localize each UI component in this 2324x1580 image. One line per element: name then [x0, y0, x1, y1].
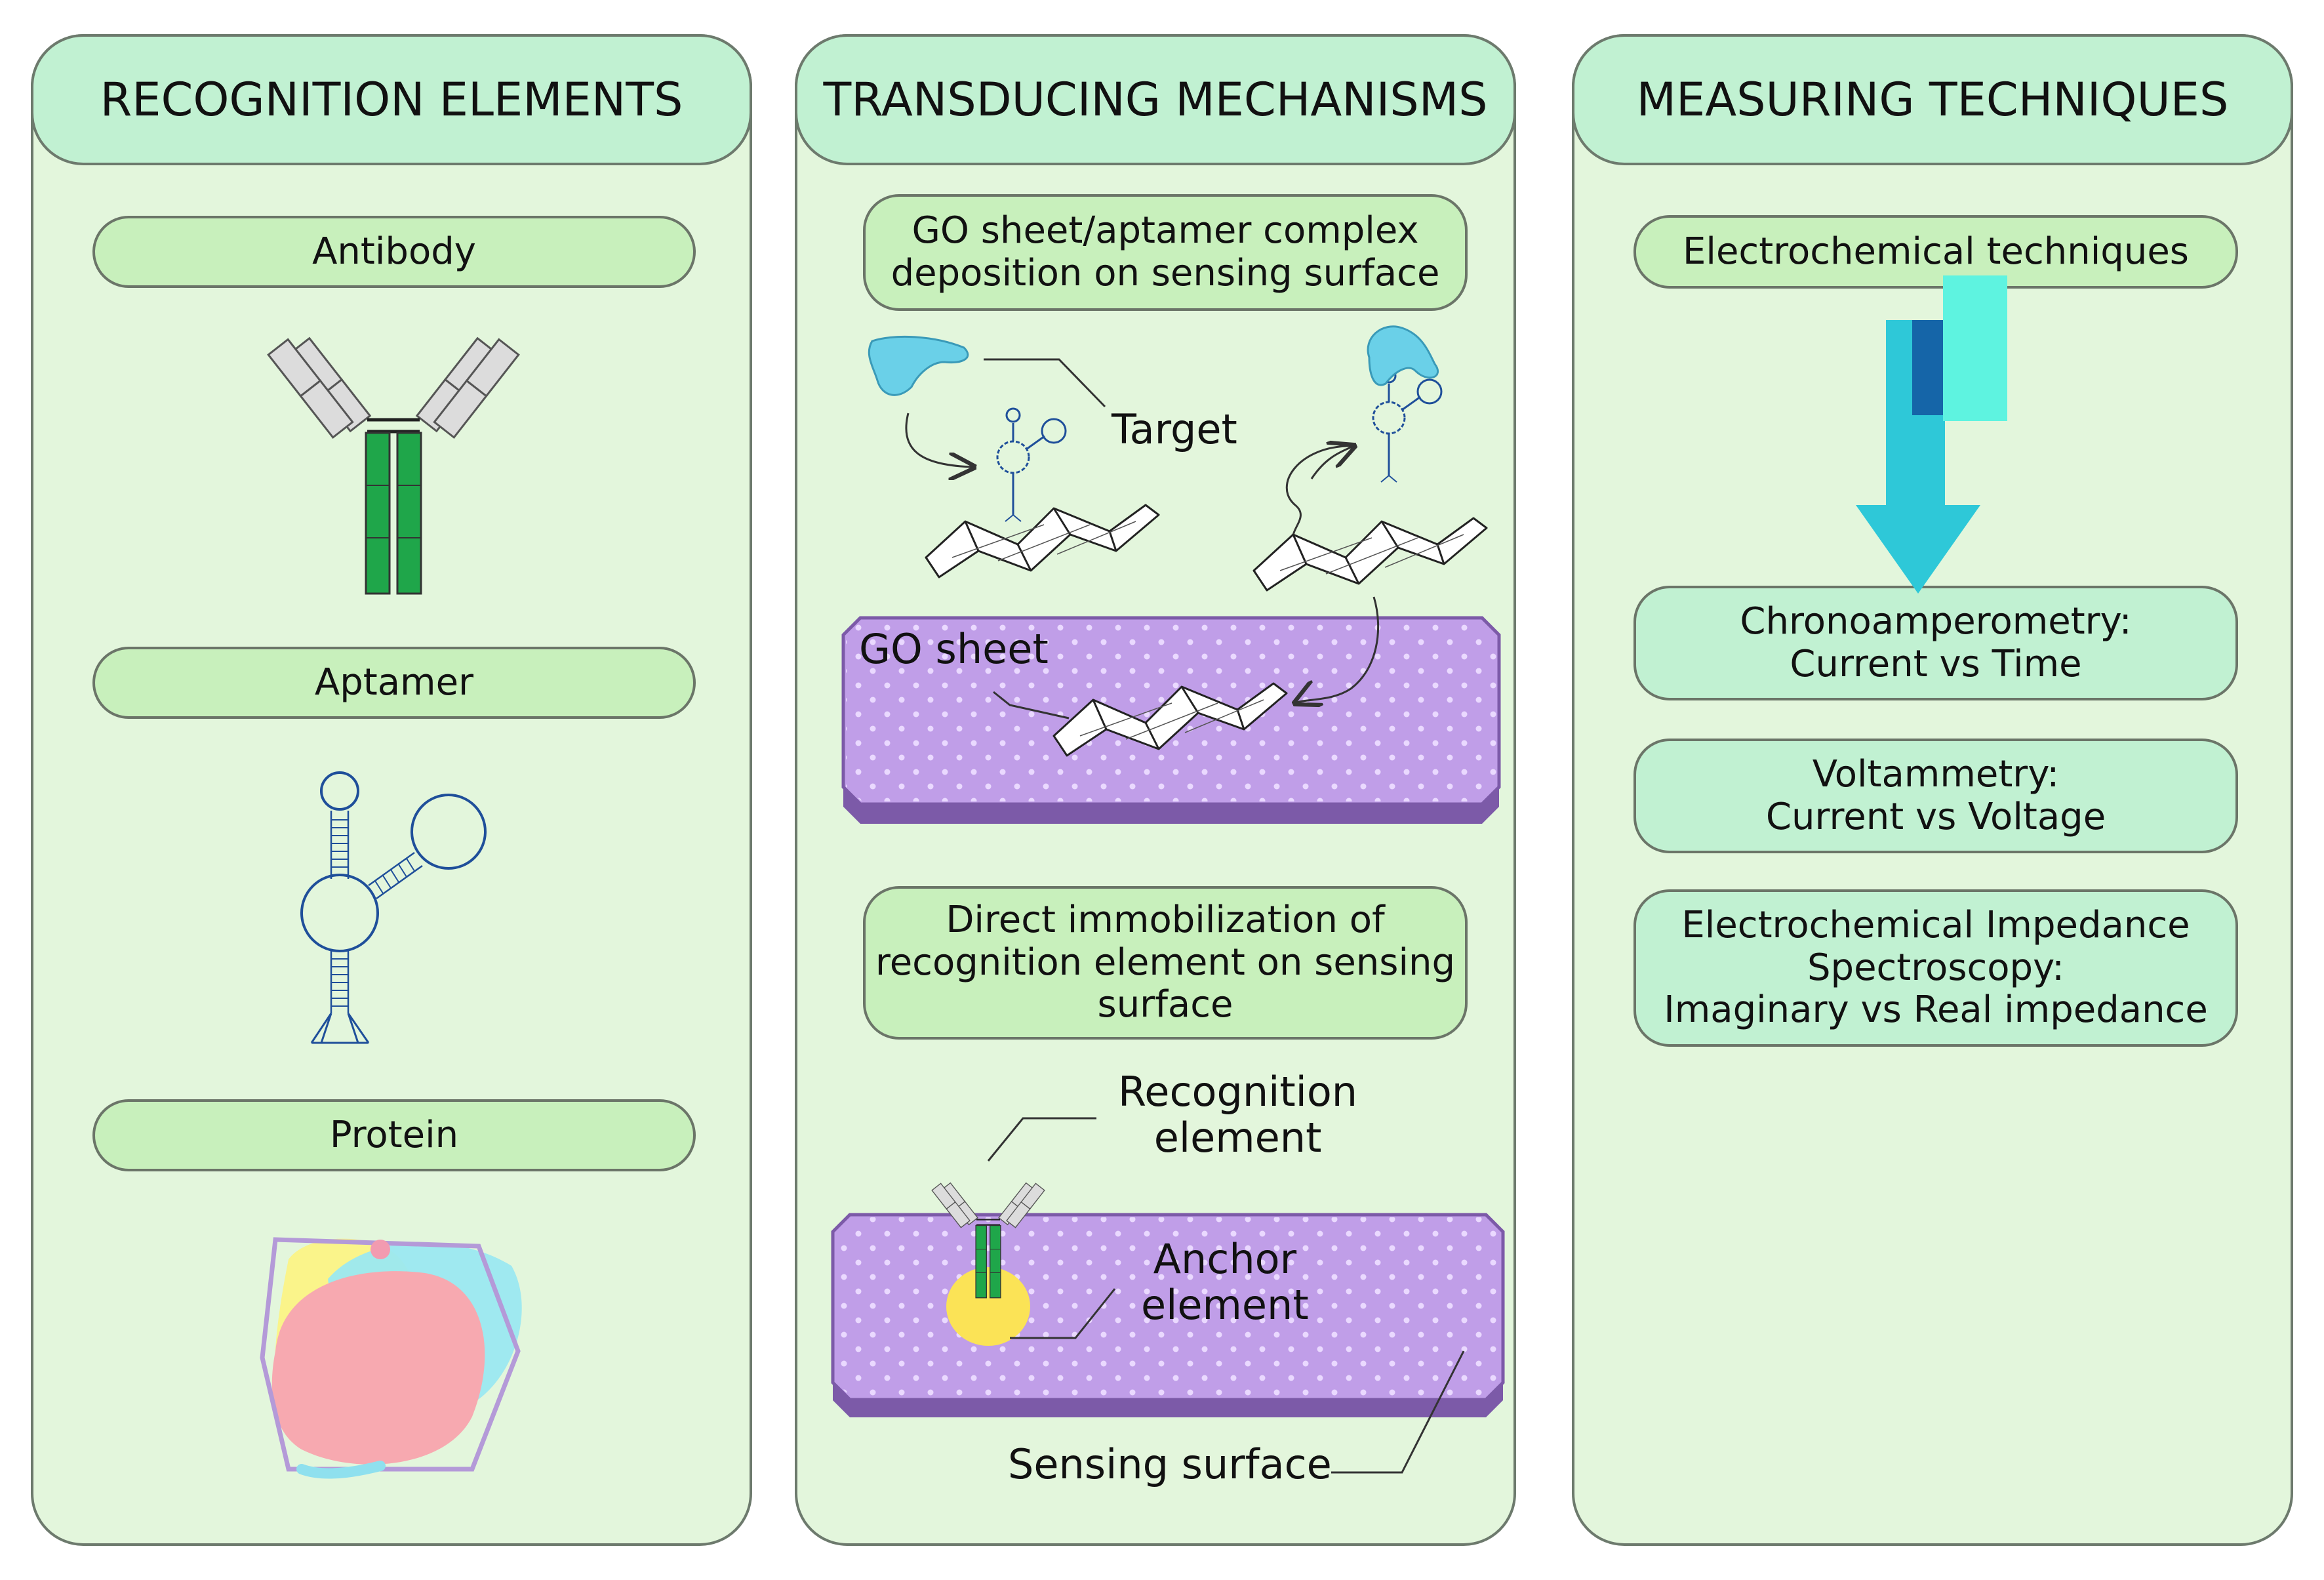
- direct-sensing-surface: [831, 1213, 1505, 1417]
- protein-icon: [260, 1237, 522, 1479]
- go-sheet-icon: [1252, 517, 1488, 592]
- transducing-mechanisms-title: TRANSDUCING MECHANISMS: [823, 73, 1488, 127]
- recognition-elements-panel: RECOGNITION ELEMENTS Antibody Aptamer Pr…: [31, 34, 752, 1546]
- anchor-element-label: Anchor element: [1141, 1235, 1309, 1329]
- aptamer-label: Aptamer: [92, 647, 696, 719]
- antibody-icon: [268, 338, 519, 594]
- downward-arrow-icon: [1856, 275, 2007, 594]
- go-sheet-deposition-box: GO sheet/aptamer complex deposition on s…: [863, 194, 1468, 311]
- recognition-elements-title: RECOGNITION ELEMENTS: [100, 73, 683, 127]
- go-sheet-label: GO sheet: [859, 625, 1049, 673]
- recognition-elements-header: RECOGNITION ELEMENTS: [31, 34, 752, 165]
- direct-immobilization-box: Direct immobilization of recognition ele…: [863, 886, 1468, 1040]
- protein-label: Protein: [92, 1099, 696, 1171]
- antibody-label: Antibody: [92, 216, 696, 288]
- sensing-surface-label: Sensing surface: [1008, 1440, 1332, 1488]
- aptamer-on-go-icon: [996, 407, 1067, 523]
- recognition-element-label: Recognition element: [1118, 1068, 1358, 1162]
- measuring-techniques-title: MEASURING TECHNIQUES: [1636, 73, 2229, 127]
- anchor-element-icon: [946, 1267, 1030, 1346]
- eis-box: Electrochemical Impedance Spectroscopy: …: [1633, 889, 2238, 1047]
- chronoamperometry-box: Chronoamperometry: Current vs Time: [1633, 586, 2238, 700]
- transducing-mechanisms-header: TRANSDUCING MECHANISMS: [795, 34, 1516, 165]
- target-label: Target: [1112, 405, 1237, 453]
- go-sensing-surface: [841, 616, 1501, 824]
- voltammetry-box: Voltammetry: Current vs Voltage: [1633, 739, 2238, 853]
- target-molecule-icon: [868, 335, 969, 396]
- measuring-techniques-header: MEASURING TECHNIQUES: [1572, 34, 2293, 165]
- electrochemical-techniques-label: Electrochemical techniques: [1633, 215, 2238, 289]
- aptamer-target-complex-icon: [1367, 325, 1443, 483]
- go-sheet-icon: [925, 504, 1160, 578]
- measuring-techniques-panel: MEASURING TECHNIQUES Electrochemical tec…: [1572, 34, 2293, 1546]
- aptamer-icon: [300, 771, 487, 1044]
